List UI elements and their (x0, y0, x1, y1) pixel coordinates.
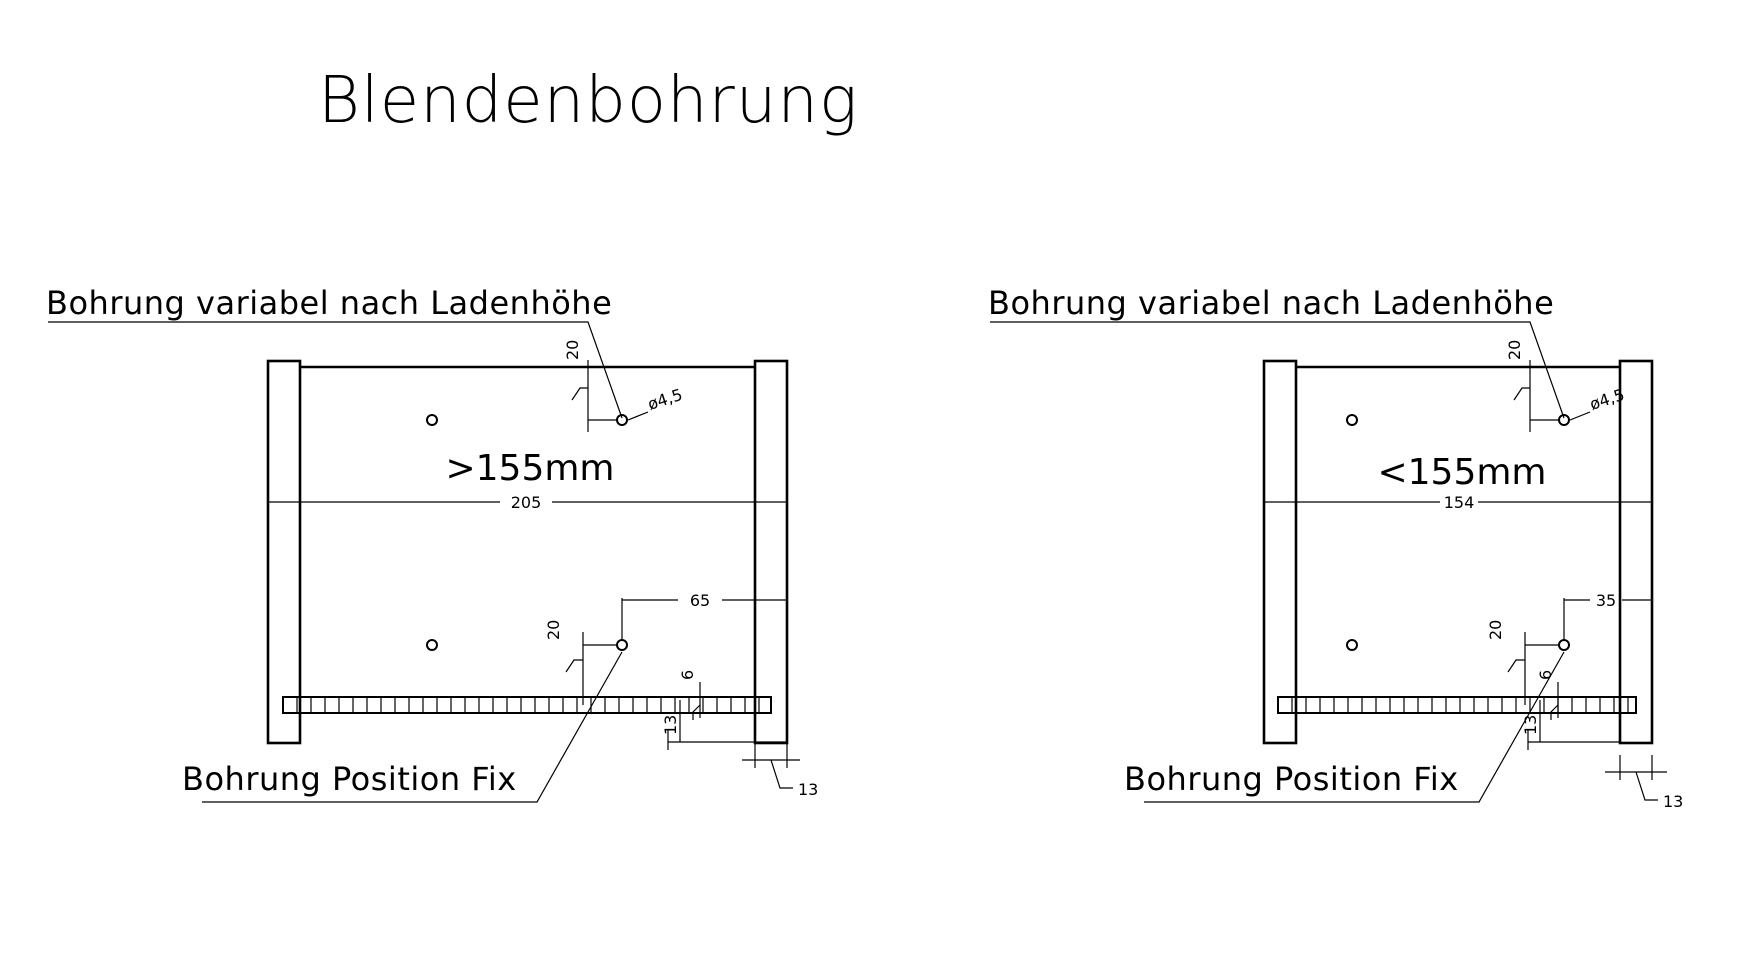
dimension-bottom-20: 20 (544, 620, 563, 640)
height-label: <155mm (1377, 452, 1546, 493)
bottom-slat (1277, 696, 1637, 714)
hole-bottom-left (426, 639, 438, 651)
dimension-13-horizontal: 13 (1663, 792, 1683, 811)
hole-top-left (1346, 414, 1358, 426)
leader-variable-hole (990, 321, 1565, 419)
dimension-top-20: 20 (563, 340, 582, 360)
left-side-wall (266, 359, 302, 745)
dimension-height: 154 (1444, 493, 1475, 512)
callout-fixed-hole: Bohrung Position Fix (1124, 760, 1459, 798)
dimension-13-vertical: 13 (1521, 715, 1540, 735)
hole-bottom-left (1346, 639, 1358, 651)
callout-variable-hole: Bohrung variabel nach Ladenhöhe (988, 284, 1554, 322)
leader-variable-hole (48, 321, 623, 419)
bottom-slat (282, 696, 772, 714)
dimension-13-vertical: 13 (661, 715, 680, 735)
dimension-top-20: 20 (1505, 340, 1524, 360)
view-right: Bohrung variabel nach Ladenhöhe <155mm 1… (988, 284, 1683, 811)
dimension-offset: 35 (1596, 591, 1616, 610)
dimension-6: 6 (678, 670, 697, 680)
leader-fixed-hole (1144, 651, 1565, 803)
dimension-13-horizontal: 13 (798, 780, 818, 799)
dimension-height: 205 (511, 493, 542, 512)
dimension-6: 6 (1536, 670, 1555, 680)
height-label: >155mm (445, 448, 614, 489)
callout-fixed-hole: Bohrung Position Fix (182, 760, 517, 798)
left-side-wall (1262, 359, 1298, 745)
leader-fixed-hole (202, 651, 623, 803)
right-side-wall (753, 359, 789, 745)
hole-bottom-right (1558, 639, 1570, 651)
dimension-offset: 65 (690, 591, 710, 610)
hole-diameter-label: ø4,5 (645, 385, 684, 414)
view-left: Bohrung variabel nach Ladenhöhe >155mm 2… (46, 284, 818, 803)
dimension-bottom-20: 20 (1486, 620, 1505, 640)
hole-bottom-right (616, 639, 628, 651)
drawing-title: Blendenbohrung (318, 64, 858, 138)
hole-top-left (426, 414, 438, 426)
callout-variable-hole: Bohrung variabel nach Ladenhöhe (46, 284, 612, 322)
right-side-wall (1618, 359, 1654, 745)
